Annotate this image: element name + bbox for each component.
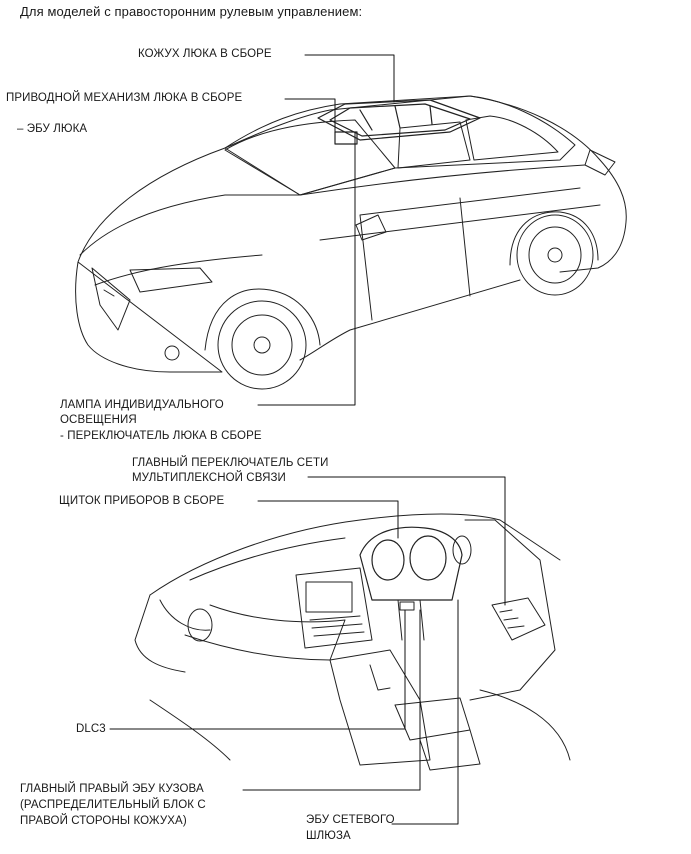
label-master-switch-line2: МУЛЬТИПЛЕКСНОЙ СВЯЗИ [132,472,286,484]
label-drive-mechanism: ПРИВОДНОЙ МЕХАНИЗМ ЛЮКА В СБОРЕ [6,92,243,104]
car-rear-lamp [584,149,616,176]
label-body-ecu-line1: ГЛАВНЫЙ ПРАВЫЙ ЭБУ КУЗОВА [20,783,204,795]
car-belt-line [299,164,586,196]
car-fog-lamp [164,345,180,361]
label-lamp-line1: ЛАМПА ИНДИВИДУАЛЬНОГО [60,399,224,411]
steering-column [397,599,425,641]
car-front-side-window [397,121,471,169]
label-body-ecu-line3: ПРАВОЙ СТОРОНЫ КОЖУХА) [20,815,187,827]
leader-lamp [257,131,356,406]
label-roof-housing: КОЖУХ ЛЮКА В СБОРЕ [138,48,272,60]
leader-master-switch [307,476,506,606]
leader-instrument-panel [257,500,399,539]
label-lamp-line3: - ПЕРЕКЛЮЧАТЕЛЬ ЛЮКА В СБОРЕ [60,430,262,442]
car-headlight [129,267,213,293]
car-side-mirror [355,214,387,241]
leader-dlc3 [109,609,406,730]
dash-top [149,513,561,596]
car-roof [224,95,576,196]
car-rear-wheel [516,214,594,296]
leader-drive-mechanism [284,98,336,133]
window-switch-panel [491,597,546,641]
glove-box [184,604,346,661]
car-rear-side-window [465,115,559,161]
right-vent [452,535,472,565]
console-box [394,697,481,771]
car-illustration [75,95,627,390]
shifter [369,664,391,691]
seat-hint [149,689,571,761]
car-door-lines [319,187,601,321]
label-instrument-panel: ЩИТОК ПРИБОРОВ В СБОРЕ [59,495,225,507]
label-body-ecu-line2: (РАСПРЕДЕЛИТЕЛЬНЫЙ БЛОК С [20,799,206,811]
car-front-wheel [217,300,307,390]
label-lamp-line2: ОСВЕЩЕНИЯ [60,414,137,426]
dlc3-connector [399,601,415,611]
car-hood [79,194,301,286]
center-screen [305,581,353,613]
right-door-panel [464,519,556,701]
label-sunroof-ecu: – ЭБУ ЛЮКА [17,123,88,135]
interior-leader-lines [109,476,506,825]
label-master-switch-line1: ГЛАВНЫЙ ПЕРЕКЛЮЧАТЕЛЬ СЕТИ [132,457,329,469]
car-grille [91,267,131,331]
label-dlc3: DLC3 [76,723,106,735]
label-gateway-ecu-line2: ШЛЮЗА [306,830,351,842]
leader-roof-housing [304,54,395,103]
car-body-outline [75,95,627,373]
label-gateway-ecu-line1: ЭБУ СЕТЕВОГО [306,814,395,826]
floor-console [329,649,431,766]
dash-top-inner [189,537,346,581]
car-wheel-arches [204,211,599,351]
page-header: Для моделей с правосторонним рулевым упр… [20,4,363,19]
left-vent [187,608,213,642]
interior-illustration [134,513,571,771]
center-stack [295,567,373,649]
instrument-cluster [359,526,463,601]
left-door-panel [134,594,211,673]
car-windshield [224,119,396,196]
sunroof-assembly [317,99,481,145]
exterior-leader-lines [257,54,395,406]
leader-gateway-ecu [391,599,459,825]
center-buttons [309,615,365,637]
leader-body-ecu [242,609,421,791]
